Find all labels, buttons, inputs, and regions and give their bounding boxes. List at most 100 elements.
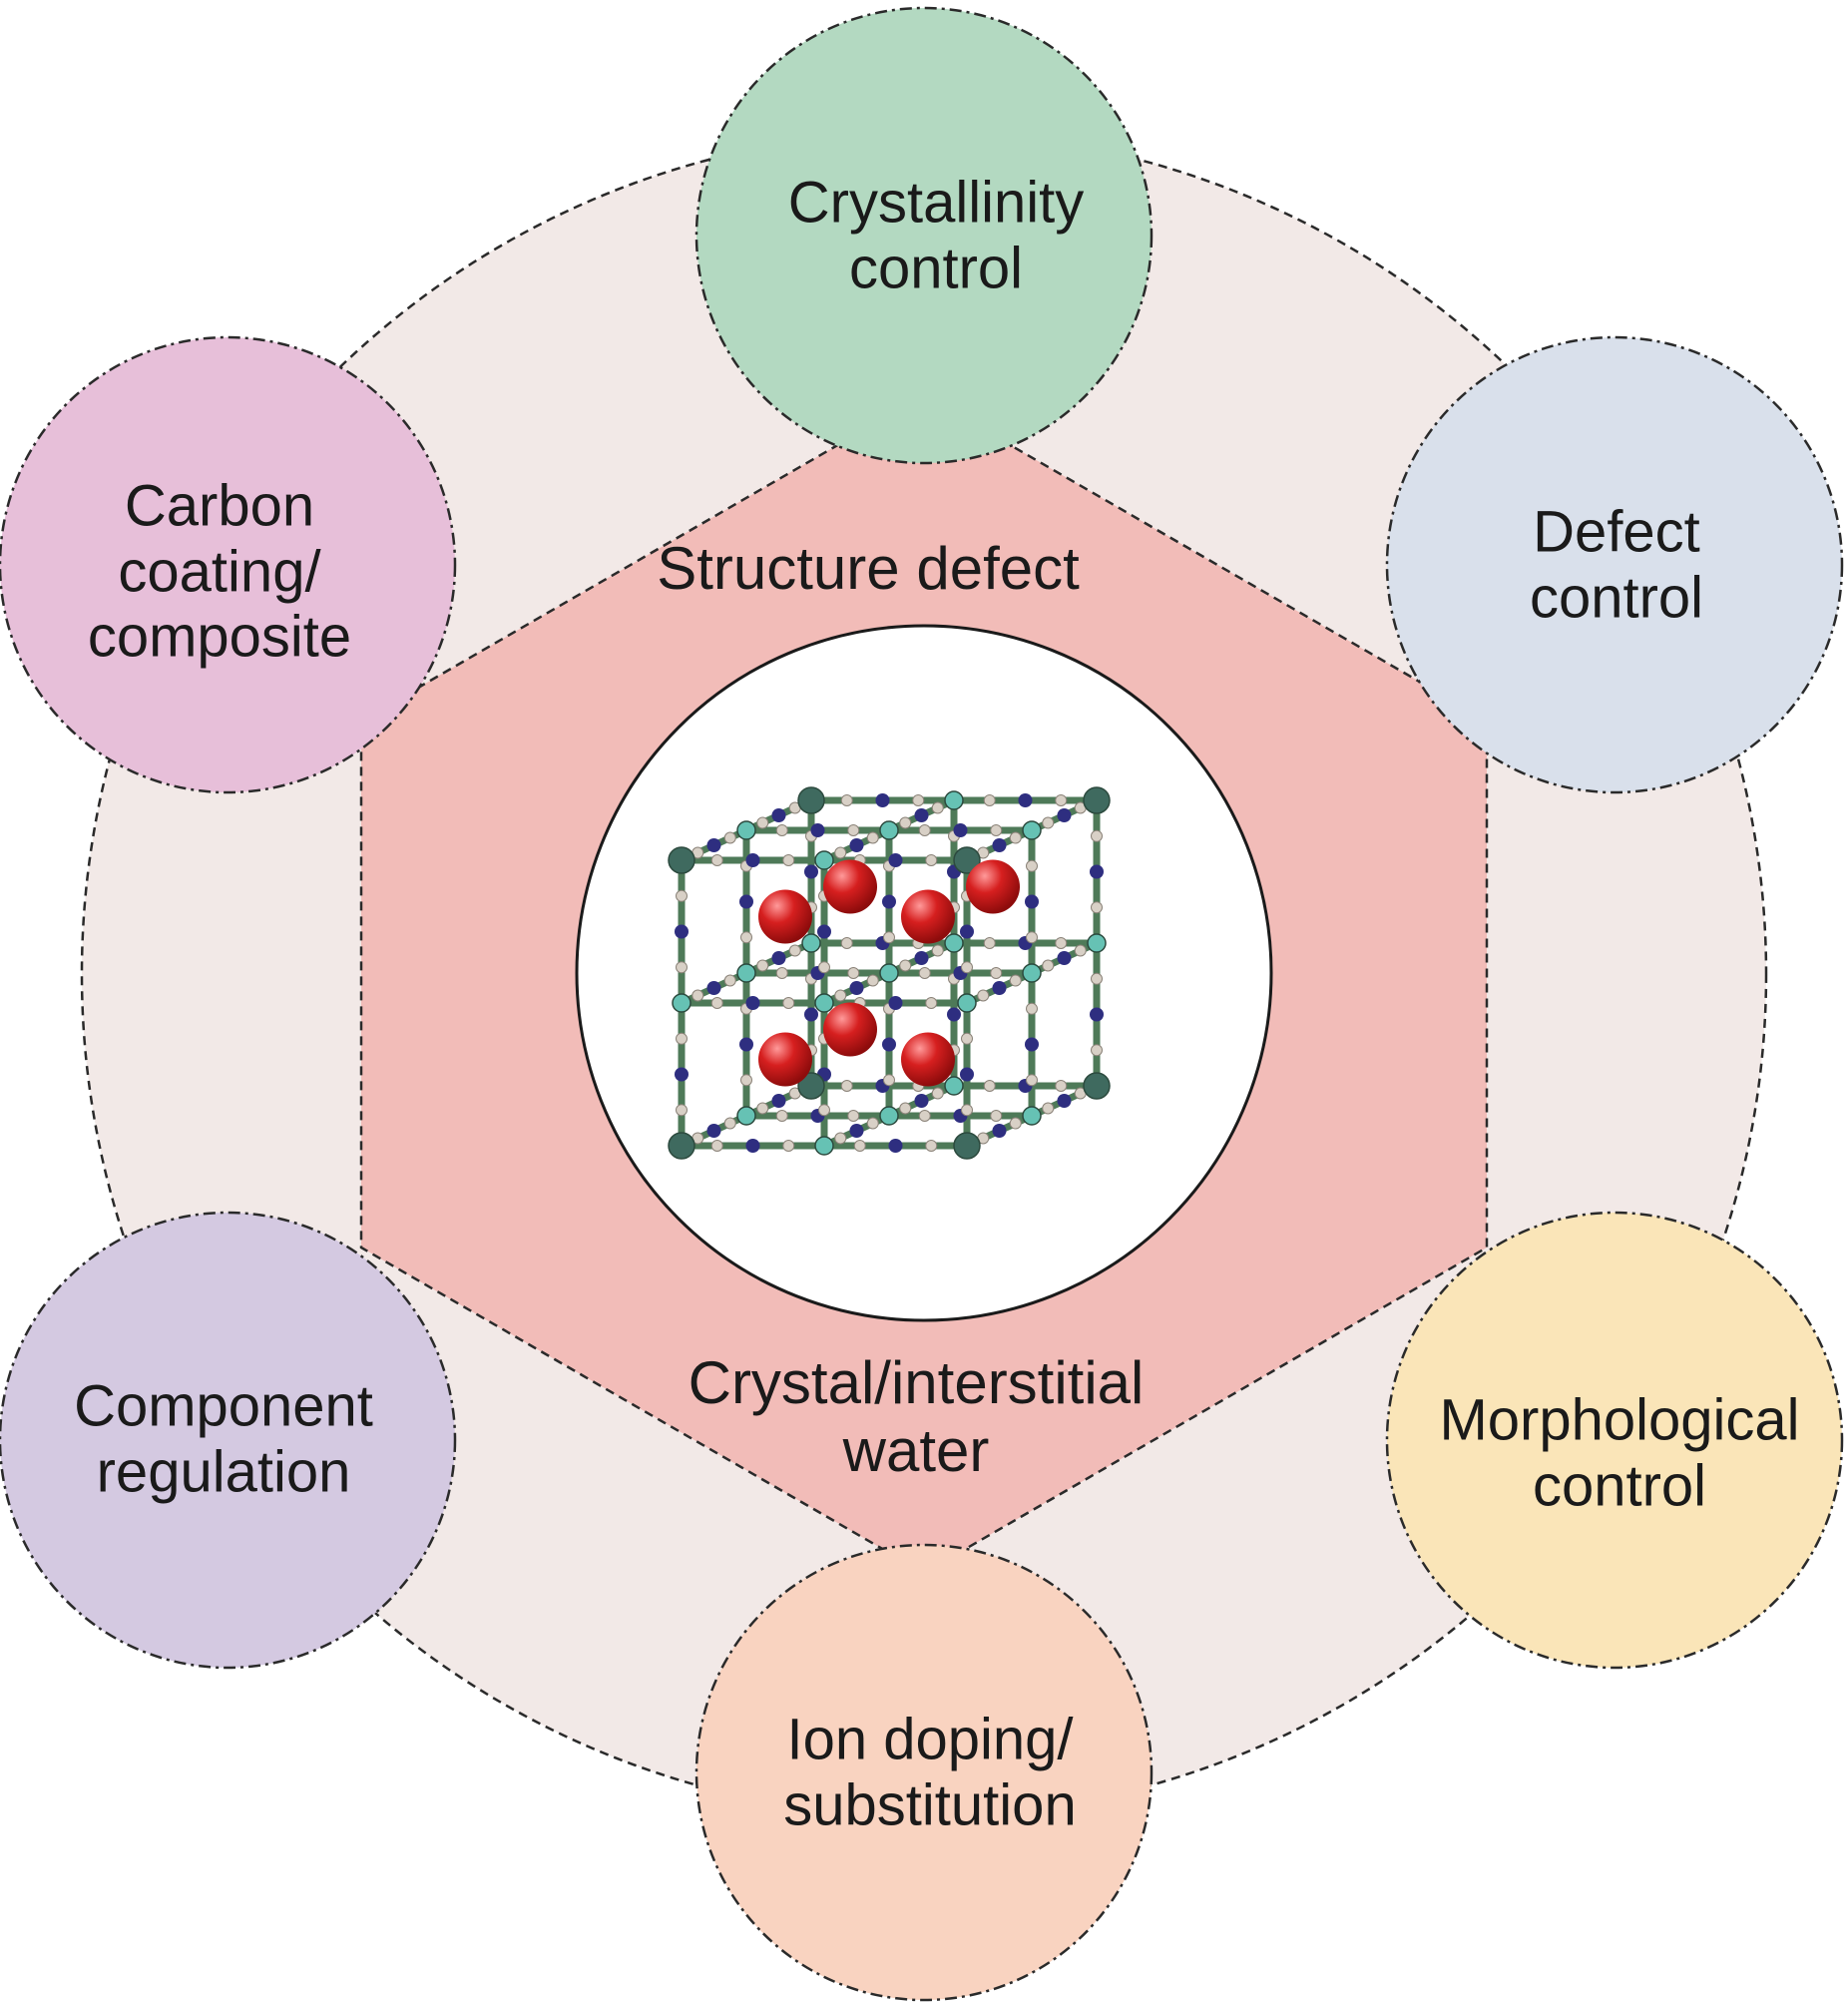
anion-atom — [745, 853, 760, 867]
bridge-atom — [1026, 859, 1038, 872]
bridge-atom — [756, 959, 769, 972]
bridge-atom — [1026, 1074, 1038, 1087]
bridge-atom — [818, 961, 830, 974]
interstitial-ions — [758, 859, 1020, 1087]
bridge-atom — [899, 816, 912, 829]
anion-atom — [992, 981, 1007, 995]
bridge-atom — [983, 794, 996, 806]
bridge-atom — [782, 997, 795, 1009]
lattice-metal-atoms — [668, 786, 1111, 1160]
anion-atom — [849, 1124, 864, 1138]
bridge-atom — [990, 1110, 1003, 1122]
bridge-atom — [912, 794, 925, 806]
bridge-atom — [834, 846, 847, 859]
anion-atom — [1057, 1094, 1072, 1108]
bridge-atom — [1055, 1080, 1068, 1092]
metal-atom — [814, 1136, 834, 1156]
interstitial-ion — [823, 1002, 877, 1057]
anion-atom — [675, 924, 689, 939]
bridge-atom — [899, 1102, 912, 1115]
cubic-lattice-icon — [668, 786, 1111, 1160]
bridge-atom — [925, 1140, 938, 1152]
metal-atom — [1022, 820, 1042, 840]
metal-atom — [736, 1106, 756, 1126]
anion-atom — [914, 808, 929, 822]
bridge-atom — [834, 989, 847, 1002]
metal-atom — [1087, 933, 1107, 953]
interstitial-ion — [901, 889, 955, 944]
bridge-atom — [1055, 937, 1068, 949]
metal-atom — [668, 1132, 695, 1160]
carbon-node — [0, 335, 457, 794]
anion-atom — [771, 951, 786, 965]
bridge-atom — [840, 937, 853, 949]
metal-atom — [944, 933, 964, 953]
bridge-atom — [918, 824, 931, 836]
anion-atom — [888, 1139, 903, 1153]
metal-atom — [814, 850, 834, 870]
interstitial-ion — [901, 1032, 955, 1087]
anion-atom — [675, 1067, 689, 1082]
bridge-atom — [756, 1102, 769, 1115]
bridge-atom — [676, 961, 688, 974]
bridge-atom — [1042, 959, 1055, 972]
bridge-atom — [847, 824, 860, 836]
anion-atom — [745, 996, 760, 1010]
bridge-atom — [925, 997, 938, 1009]
anion-atom — [992, 1124, 1007, 1138]
metal-atom — [814, 993, 834, 1013]
strategy-nodes — [0, 6, 1844, 2002]
bridge-atom — [723, 1117, 736, 1130]
bridge-atom — [740, 1074, 752, 1087]
bridge-atom — [710, 854, 723, 866]
bridge-atom — [853, 1140, 866, 1152]
interstitial-ion — [758, 1032, 812, 1087]
anion-atom — [960, 1067, 974, 1082]
bridge-atom — [983, 1080, 996, 1092]
bridge-atom — [692, 989, 704, 1002]
anion-atom — [888, 853, 903, 867]
anion-atom — [1090, 1007, 1104, 1022]
bridge-atom — [818, 1104, 830, 1117]
metal-atom — [953, 1132, 981, 1160]
anion-atom — [960, 924, 974, 939]
metal-atom — [797, 786, 825, 814]
anion-atom — [914, 951, 929, 965]
anion-atom — [1057, 808, 1072, 822]
bridge-atom — [931, 801, 944, 814]
anion-atom — [849, 838, 864, 852]
bridge-atom — [899, 959, 912, 972]
anion-atom — [888, 996, 903, 1010]
anion-atom — [947, 1007, 961, 1022]
component-node — [0, 1211, 457, 1670]
anion-atom — [875, 793, 890, 807]
bridge-atom — [775, 967, 788, 979]
anion-atom — [1025, 894, 1039, 909]
metal-atom — [736, 963, 756, 983]
bridge-atom — [1026, 1002, 1038, 1015]
bridge-atom — [918, 1110, 931, 1122]
anion-atom — [745, 1139, 760, 1153]
anion-atom — [771, 808, 786, 822]
ion-doping-node — [694, 1543, 1154, 2002]
bridge-atom — [925, 854, 938, 866]
bridge-atom — [977, 989, 990, 1002]
bridge-atom — [1091, 901, 1103, 914]
bridge-atom — [961, 961, 973, 974]
bridge-atom — [847, 967, 860, 979]
bridge-atom — [983, 937, 996, 949]
bridge-atom — [883, 1074, 895, 1087]
anion-atom — [1057, 951, 1072, 965]
bridge-atom — [834, 1132, 847, 1145]
bridge-atom — [840, 1080, 853, 1092]
metal-atom — [879, 820, 899, 840]
morphology-node — [1385, 1211, 1844, 1670]
bridge-atom — [883, 931, 895, 944]
metal-atom — [879, 1106, 899, 1126]
bridge-atom — [847, 1110, 860, 1122]
bridge-atom — [782, 1140, 795, 1152]
anion-atom — [1025, 1037, 1039, 1052]
